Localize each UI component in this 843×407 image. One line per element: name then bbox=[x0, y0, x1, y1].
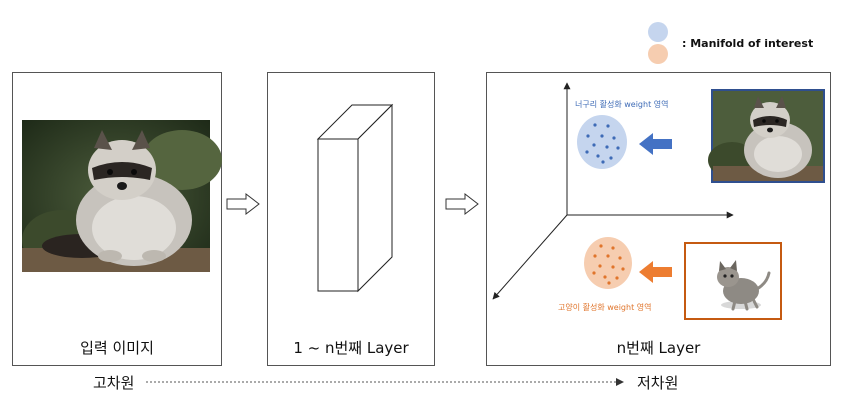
raccoon-pointer-arrow bbox=[639, 133, 673, 155]
low-dimension-label: 저차원 bbox=[637, 372, 678, 393]
input-panel: 입력 이미지 bbox=[12, 72, 222, 366]
cat-thumbnail bbox=[685, 243, 781, 319]
input-caption: 입력 이미지 bbox=[13, 337, 221, 358]
layers-panel: 1 ~ n번째 Layer bbox=[267, 72, 435, 366]
raccoon-image bbox=[22, 120, 210, 272]
layers-caption: 1 ~ n번째 Layer bbox=[268, 337, 434, 358]
output-panel: 너구리 활성화 weight 영역 bbox=[486, 72, 831, 366]
raccoon-cluster bbox=[576, 114, 628, 170]
flow-arrow-1 bbox=[226, 193, 260, 215]
flow-arrow-2 bbox=[445, 193, 479, 215]
output-caption: n번째 Layer bbox=[487, 337, 830, 358]
cat-region-label: 고양이 활성화 weight 영역 bbox=[558, 302, 651, 313]
layer-block bbox=[316, 87, 406, 297]
legend-blue-dot bbox=[648, 22, 668, 42]
cat-pointer-arrow bbox=[639, 261, 673, 283]
high-dimension-label: 고차원 bbox=[93, 372, 134, 393]
legend-label: : Manifold of interest bbox=[682, 37, 813, 50]
raccoon-region-label: 너구리 활성화 weight 영역 bbox=[575, 99, 668, 110]
legend-orange-dot bbox=[648, 44, 668, 64]
raccoon-thumbnail bbox=[712, 90, 824, 182]
cat-cluster bbox=[583, 236, 633, 290]
dimension-dotted-arrow bbox=[146, 376, 626, 388]
